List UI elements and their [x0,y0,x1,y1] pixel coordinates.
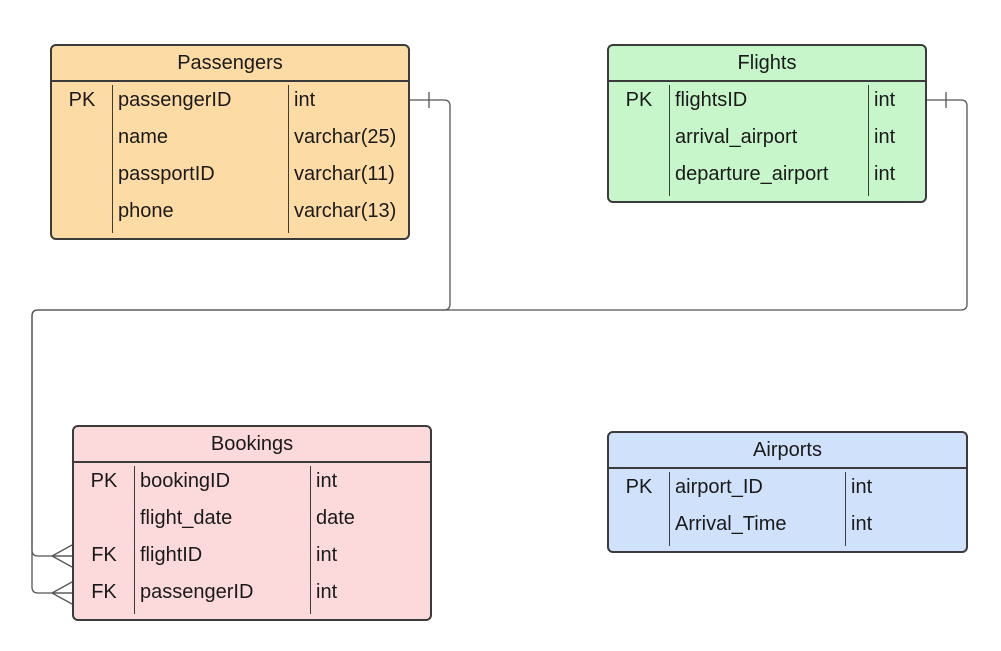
field-name: flightID [140,544,203,566]
field-type-column: int varchar(25) varchar(11) varchar(13) [288,85,408,233]
field-name: airport_ID [675,476,763,498]
entity-title: Flights [609,46,925,82]
relationship-flights-bookings [31,99,968,557]
field-key [52,122,112,159]
field-key: FK [91,581,117,603]
field-type: varchar(11) [294,163,395,185]
field-name: departure_airport [675,163,829,185]
field-key: PK [90,470,118,492]
field-type-column: int date int int [310,466,430,614]
key-column: PK [609,472,669,546]
field-type: date [316,507,355,529]
field-type: int [316,581,338,603]
field-type: int [874,126,896,148]
field-key [609,509,669,546]
field-type: int [851,476,873,498]
field-key: PK [68,89,96,111]
key-column: PK FK FK [74,466,134,614]
field-type: int [874,89,896,111]
field-type: int [851,513,873,535]
field-name: bookingID [140,470,231,492]
field-key: PK [625,476,653,498]
field-type: int [874,163,896,185]
key-column: PK [609,85,669,196]
many-marker-passengerid [50,581,73,605]
field-key [74,503,134,540]
field-type: int [294,89,316,111]
entity-title: Airports [609,433,966,469]
field-type-column: int int int [868,85,925,196]
field-name: passportID [118,163,215,185]
field-name-column: bookingID flight_date flightID passengerID [134,466,310,614]
field-name: phone [118,200,174,222]
field-key [52,159,112,196]
field-name-column: airport_ID Arrival_Time [669,472,845,546]
field-name: Arrival_Time [675,513,787,535]
field-key [609,122,669,159]
many-marker-flightid [50,544,73,568]
field-name: flight_date [140,507,233,529]
field-name: flightsID [675,89,748,111]
field-type: int [316,544,338,566]
field-name: passengerID [140,581,254,603]
key-column: PK [52,85,112,233]
field-type: varchar(25) [294,126,397,148]
entity-title: Passengers [52,46,408,82]
field-key [609,159,669,196]
field-key [52,196,112,233]
field-type: varchar(13) [294,200,397,222]
field-name: passengerID [118,89,232,111]
field-name-column: flightsID arrival_airport departure_airpor… [669,85,868,196]
field-type-column: int int [845,472,966,546]
field-name-column: passengerID name passportID phone [112,85,288,233]
field-key: PK [625,89,653,111]
entity-title: Bookings [74,427,430,463]
field-name: name [118,126,169,148]
field-key: FK [91,544,117,566]
field-name: arrival_airport [675,126,798,148]
field-type: int [316,470,338,492]
